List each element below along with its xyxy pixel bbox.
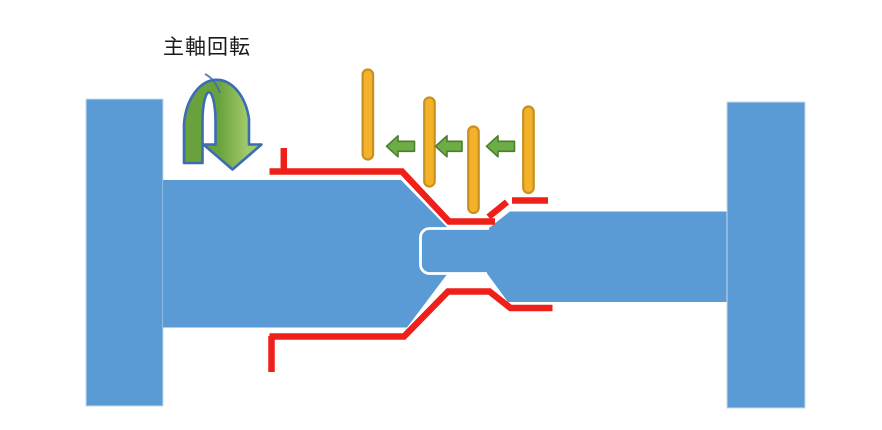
cutting-tool-bar-3 xyxy=(467,125,480,215)
profile-line-bottom-main xyxy=(269,288,553,340)
feed-left-arrow-icon-1 xyxy=(385,135,416,158)
workpiece-right-shaft xyxy=(487,211,727,302)
cutting-tool-bar-1 xyxy=(361,68,375,161)
workpiece-left-shaft xyxy=(163,180,448,328)
spindle-rotation-arrow-fold xyxy=(204,73,221,94)
spindle-rotation-label: 主軸回転 xyxy=(163,36,251,59)
feed-left-arrow-icon-3 xyxy=(485,135,516,158)
spindle-rotation-arrow-icon xyxy=(182,78,263,171)
cutting-tool-bar-4 xyxy=(522,105,535,195)
workpiece-right-flange xyxy=(726,101,806,409)
cutting-tool-bar-2 xyxy=(423,96,436,188)
profile-line-top-dash xyxy=(486,199,510,220)
profile-line-top-main xyxy=(269,168,495,225)
workpiece-left-flange xyxy=(85,98,164,407)
feed-left-arrow-icon-2 xyxy=(434,135,463,158)
